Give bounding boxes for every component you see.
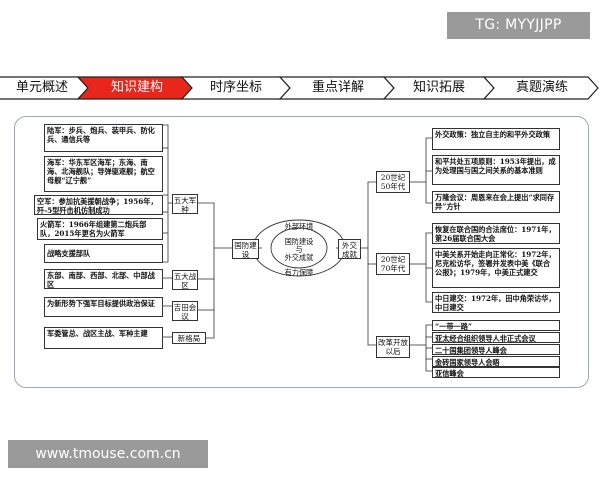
- card-bandung: 万隆会议：周恩来在会上提出“求同存异”方针: [432, 191, 560, 213]
- card-sino-japan: 中日建交：1972年，田中角荣访华，中日建交: [432, 292, 560, 313]
- hub-diplomacy: 外交成就: [338, 239, 361, 259]
- card-g20: 二十国集团领导人峰会: [432, 344, 560, 355]
- nav-arrow-6: [482, 76, 599, 100]
- card-support-force: 战略支援部队: [44, 244, 163, 263]
- period-reform: 改革开放以后: [376, 336, 410, 358]
- branch-zone: 五大战区: [172, 270, 198, 290]
- card-political: 为新形势下强军目标提供政治保证: [44, 297, 163, 317]
- card-five-principles: 和平共处五项原则：1953年提出，成为处理国与国之间关系的基本准则: [432, 155, 560, 185]
- card-un-seat: 恢复在联合国的合法席位：1971年，第26届联合国大会: [432, 223, 560, 244]
- card-sino-us: 中美关系开始走向正常化：1972年，尼克松访华，签署并发表中美《联合公报》；19…: [432, 248, 560, 288]
- branch-army: 五大军种: [172, 194, 198, 214]
- card-belt-road: “一带一路”: [432, 320, 560, 331]
- watermark-top: TG: MYYJJPP: [447, 12, 590, 39]
- center-line1: 国防建设: [284, 237, 314, 246]
- card-foreign-policy: 外交政策：独立自主的和平外交政策: [432, 128, 560, 150]
- section-nav: 单元概述 知识建构 时序坐标 重点详解 知识拓展 真题演练: [0, 76, 600, 100]
- card-rocket-force: 火箭军：1966年组建第二炮兵部队，2015年更名为火箭军: [37, 218, 163, 240]
- period-1950s: 20世纪50年代: [376, 171, 410, 193]
- card-navy: 海军：华东军区海军；东海、南海、北海舰队；导弹驱逐舰；航空母舰“辽宁舰”: [44, 156, 163, 192]
- branch-jitian: 吉田会议: [172, 301, 198, 321]
- card-land-army: 陆军：步兵、炮兵、装甲兵、防化兵、通信兵等: [44, 124, 163, 152]
- card-apec: 亚太经合组织领导人非正式会议: [432, 332, 560, 343]
- watermark-bottom: www.tmouse.com.cn: [8, 440, 208, 468]
- card-war-zones: 东部、南部、西部、北部、中部战区: [44, 269, 163, 289]
- tab-timeline[interactable]: 时序坐标: [209, 80, 262, 95]
- nav-arrows: [0, 76, 599, 100]
- tab-extension[interactable]: 知识拓展: [412, 80, 465, 95]
- card-cmc: 军委管总、战区主战、军种主建: [44, 327, 163, 349]
- card-air-force: 空军：参加抗美援朝战争；1956年，歼-5型歼击机仿制成功: [34, 195, 163, 215]
- center-top-label: 外部环境: [284, 222, 314, 231]
- card-brics: 金砖国家领导人会晤: [432, 356, 560, 367]
- card-cica: 亚信峰会: [432, 367, 560, 378]
- tab-key-points[interactable]: 重点详解: [311, 80, 364, 95]
- center-line3: 外交成就: [284, 253, 314, 262]
- period-1970s: 20世纪70年代: [376, 253, 410, 275]
- tab-knowledge-construction[interactable]: 知识建构: [110, 80, 163, 95]
- branch-new-pattern: 新格局: [172, 332, 206, 344]
- tab-unit-overview[interactable]: 单元概述: [15, 80, 68, 95]
- center-inner-ellipse: [270, 227, 328, 269]
- center-line2: 与: [295, 245, 303, 254]
- center-bottom-label: 有力保障: [284, 268, 314, 277]
- hub-defense: 国防建设: [232, 239, 259, 259]
- tab-exam-practice[interactable]: 真题演练: [515, 80, 568, 95]
